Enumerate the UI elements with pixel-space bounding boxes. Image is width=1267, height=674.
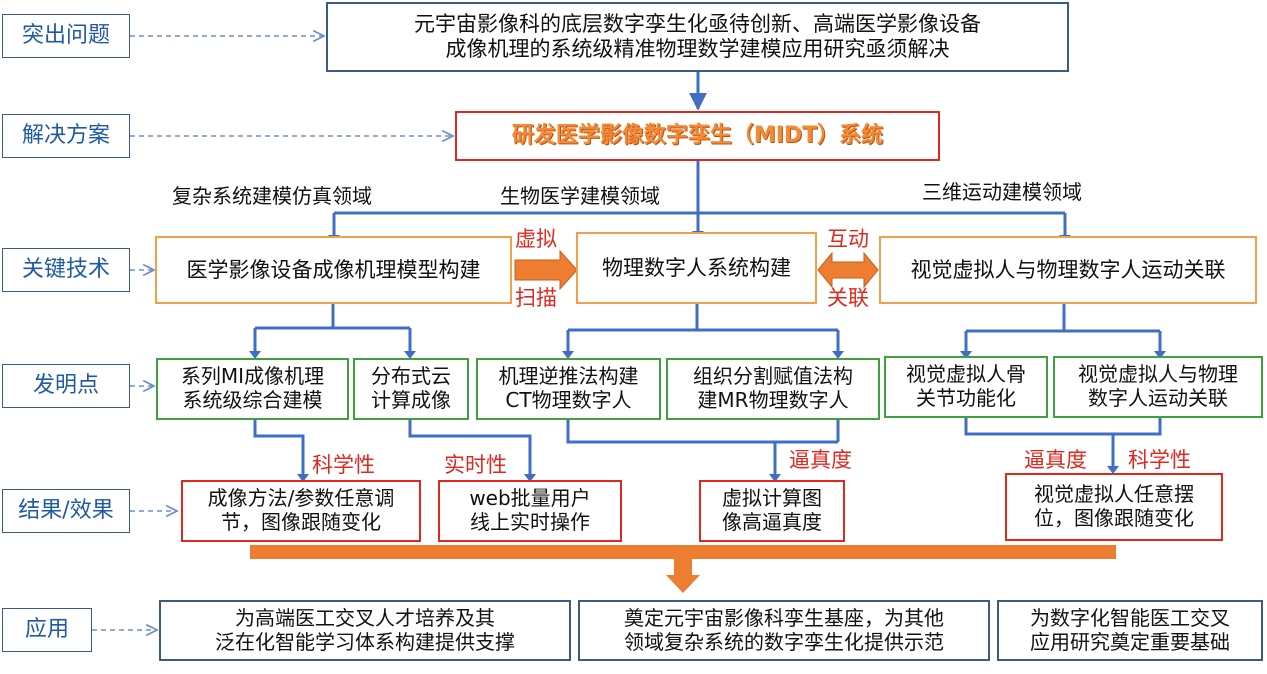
result-label-scientific-left: 科学性 xyxy=(312,453,375,477)
invention-mi-modeling: 系列MI成像机理 系统级综合建模 xyxy=(156,358,349,420)
key-tech-imaging-mechanism: 医学影像设备成像机理模型构建 xyxy=(155,236,512,304)
category-key-tech: 关键技术 xyxy=(2,248,130,292)
invention-cloud-imaging: 分布式云 计算成像 xyxy=(353,358,469,420)
domain-left-label: 复杂系统建模仿真领域 xyxy=(172,184,372,208)
label-scan: 扫描 xyxy=(515,286,557,310)
arrow-inventions-to-result-right xyxy=(964,418,1162,466)
category-problem: 突出问题 xyxy=(2,14,130,58)
invention-motion-association: 视觉虚拟人与物理 数字人运动关联 xyxy=(1053,356,1263,418)
invention-ct-digital-human: 机理逆推法构建 CT物理数字人 xyxy=(476,358,661,420)
result-pose-adjustable: 视觉虚拟人任意摆 位，图像跟随变化 xyxy=(1005,473,1223,541)
application-metaverse-foundation: 奠定元宇宙影像科孪生基座，为其他 领域复杂系统的数字孪生化提供示范 xyxy=(578,600,990,661)
arrow-tech-center-to-inventions xyxy=(566,304,840,351)
category-results: 结果/效果 xyxy=(2,489,130,533)
label-interact: 互动 xyxy=(827,227,869,251)
arrow-inventions-to-result-center xyxy=(566,420,840,474)
result-label-realtime: 实时性 xyxy=(444,453,507,477)
key-tech-motion-association: 视觉虚拟人与物理数字人运动关联 xyxy=(879,236,1257,304)
result-imaging-adjustable: 成像方法/参数任意调 节，图像跟随变化 xyxy=(181,480,421,542)
invention-mr-digital-human: 组织分割赋值法构 建MR物理数字人 xyxy=(666,358,880,420)
arrow-solution-to-key-tech xyxy=(332,160,1067,235)
result-high-realism: 虚拟计算图 像高逼真度 xyxy=(699,480,845,542)
problem-statement: 元宇宙影像科的底层数字孪生化亟待创新、高端医学影像设备 成像机理的系统级精准物理… xyxy=(326,2,1069,72)
label-associate: 关联 xyxy=(827,286,869,310)
result-label-scientific-right: 科学性 xyxy=(1128,448,1191,472)
results-summary-bar xyxy=(250,545,1116,559)
label-virtual: 虚拟 xyxy=(515,227,557,251)
arrow-inventions-to-result-left xyxy=(253,420,305,475)
result-web-realtime: web批量用户 线上实时操作 xyxy=(438,480,622,542)
arrow-results-to-applications xyxy=(666,559,700,593)
arrow-tech-left-to-inventions xyxy=(253,304,412,351)
arrow-interact-associate xyxy=(817,251,879,289)
category-solution: 解决方案 xyxy=(2,114,130,158)
arrow-tech-right-to-inventions xyxy=(964,304,1162,351)
invention-skeleton-joint: 视觉虚拟人骨 关节功能化 xyxy=(884,356,1048,418)
domain-right-label: 三维运动建模领域 xyxy=(922,180,1082,204)
result-label-realism-center: 逼真度 xyxy=(789,448,852,472)
key-tech-physical-digital-human: 物理数字人系统构建 xyxy=(576,232,817,304)
solution-statement: 研发医学影像数字孪生（MIDT）系统 xyxy=(455,111,940,161)
category-invention: 发明点 xyxy=(2,364,130,408)
arrow-virtual-scan xyxy=(514,249,578,291)
application-talent-training: 为高端医工交叉人才培养及其 泛在化智能学习体系构建提供支撑 xyxy=(159,600,571,661)
result-label-realism-right: 逼真度 xyxy=(1024,448,1087,472)
arrow-inventions-to-result-realtime xyxy=(408,420,532,475)
category-application: 应用 xyxy=(2,608,92,652)
domain-center-label: 生物医学建模领域 xyxy=(500,184,660,208)
application-medical-research: 为数字化智能医工交叉 应用研究奠定重要基础 xyxy=(997,600,1263,661)
